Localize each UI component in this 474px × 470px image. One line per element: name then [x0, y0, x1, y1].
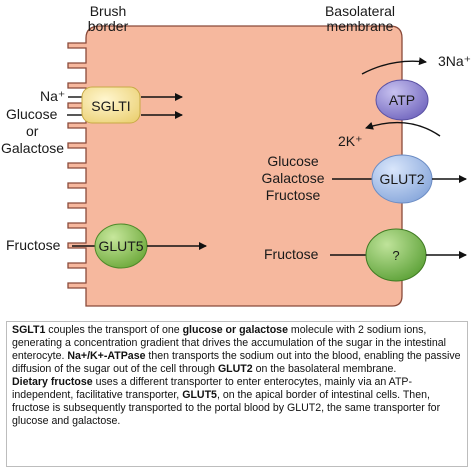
na-plus-label: Na⁺: [40, 88, 65, 104]
sglt1-transporter: [81, 86, 141, 124]
caption-text-run: couples the transport of one: [45, 324, 183, 336]
enterocyte-cell: [67, 25, 403, 307]
caption-text-run: on the basolateral membrane.: [252, 363, 397, 375]
caption-text-run: glucose or galactose: [182, 324, 288, 336]
basolateral-fructose-label: Fructose: [266, 187, 321, 203]
basolateral-glucose-label: Glucose: [267, 153, 319, 169]
caption-text-run: GLUT5: [182, 389, 217, 401]
transport-diagram: Brush border Basolateral membrane Na⁺ Gl…: [1, 3, 471, 307]
glut5-label: GLUT5: [98, 238, 143, 254]
two-k-label: 2K⁺: [338, 133, 363, 149]
na-out-arrow: [361, 57, 427, 75]
glut2-label: GLUT2: [379, 171, 424, 187]
basolateral-label-line2: membrane: [327, 18, 394, 34]
glucose-label: Glucose: [6, 106, 58, 122]
caption-paragraph-fructose: Dietary fructose uses a different transp…: [12, 376, 462, 428]
caption-text-run: then transports the sodium out into the …: [12, 350, 461, 375]
brush-border-label-line2: border: [88, 18, 129, 34]
caption-text-run: Na+/K+-ATPase: [67, 350, 146, 362]
fructose-in-label: Fructose: [6, 237, 61, 253]
unknown-transporter-label: ?: [392, 248, 399, 263]
sglt1-label: SGLTI: [91, 98, 130, 114]
brush-border-label-line1: Brush: [90, 3, 127, 19]
or-label: or: [26, 123, 39, 139]
basolateral-label-line1: Basolateral: [325, 3, 395, 19]
basolateral-galactose-label: Galactose: [261, 170, 324, 186]
caption-text-run: , on the apical border of intestinal cel…: [12, 389, 441, 427]
caption-text-run: SGLT1: [12, 324, 46, 336]
atp-pump: [375, 79, 429, 121]
galactose-label: Galactose: [1, 140, 64, 156]
caption-text-run: molecule with 2 sodium ions, generating …: [12, 324, 447, 362]
caption-box: SGLT1 couples the transport of one gluco…: [6, 321, 468, 467]
atp-label: ATP: [389, 92, 415, 108]
caption-paragraph-sglt1: SGLT1 couples the transport of one gluco…: [12, 324, 462, 376]
caption-text-run: uses a different transporter to enter en…: [12, 376, 413, 401]
k-in-arrow: [365, 121, 441, 137]
caption-text-run: Dietary fructose: [12, 376, 93, 388]
caption-text-run: GLUT2: [217, 363, 253, 375]
cell-outline: [67, 25, 403, 307]
fructose-out-label: Fructose: [264, 246, 319, 262]
three-na-label: 3Na⁺: [438, 53, 471, 69]
